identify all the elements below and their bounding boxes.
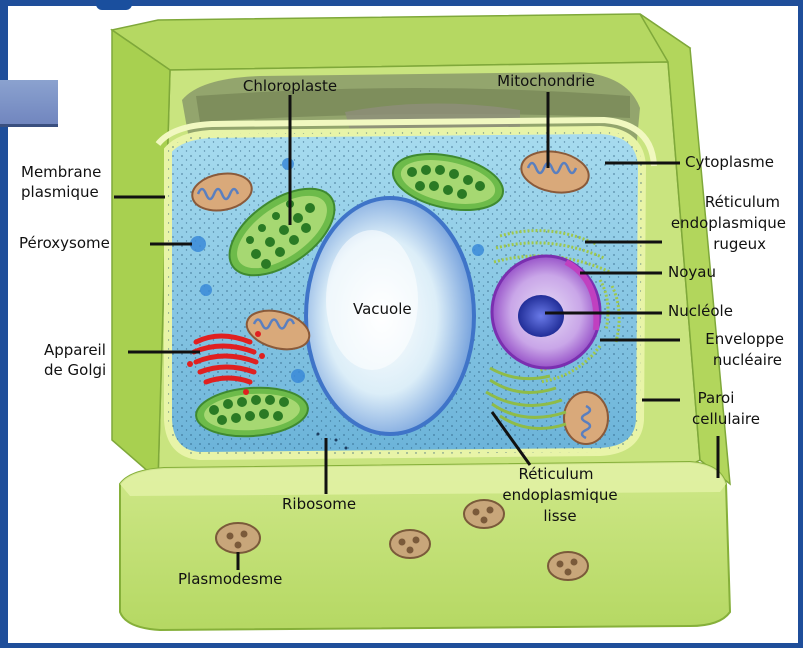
label-membrane-line2: plasmique	[21, 183, 99, 202]
label-noyau: Noyau	[668, 263, 716, 282]
label-cytoplasme: Cytoplasme	[685, 153, 774, 172]
label-chloroplaste: Chloroplaste	[230, 77, 350, 96]
label-paroi-line2: cellulaire	[676, 410, 776, 429]
label-reticulum-rugueux-line3: rugeux	[640, 235, 766, 254]
label-reticulum-lisse-line2: endoplasmique	[490, 486, 630, 505]
label-nucleole: Nucléole	[668, 302, 733, 321]
label-reticulum-rugueux-line1: Réticulum	[640, 193, 780, 212]
label-mitochondrie: Mitochondrie	[480, 72, 612, 91]
mitochondrion-bottom-right	[564, 392, 608, 444]
label-ribosome: Ribosome	[282, 495, 356, 514]
label-peroxysome: Péroxysome	[19, 234, 110, 253]
plasmodesma-2	[390, 530, 430, 558]
label-enveloppe-line1: Enveloppe	[660, 330, 784, 349]
label-enveloppe-line2: nucléaire	[660, 351, 782, 370]
plasmodesma-4	[548, 552, 588, 580]
plasmodesma-1	[216, 523, 260, 553]
label-vacuole: Vacuole	[353, 300, 412, 319]
label-reticulum-rugueux-line2: endoplasmique	[640, 214, 786, 233]
label-plasmodesme: Plasmodesme	[178, 570, 282, 589]
label-reticulum-lisse-line1: Réticulum	[496, 465, 616, 484]
label-membrane-line1: Membrane	[21, 163, 101, 182]
label-reticulum-lisse-line3: lisse	[520, 507, 600, 526]
nucleolus	[518, 295, 564, 337]
label-appareil-line1: Appareil	[44, 341, 106, 360]
label-paroi-line1: Paroi	[686, 389, 746, 408]
label-appareil-line2: de Golgi	[44, 361, 106, 380]
